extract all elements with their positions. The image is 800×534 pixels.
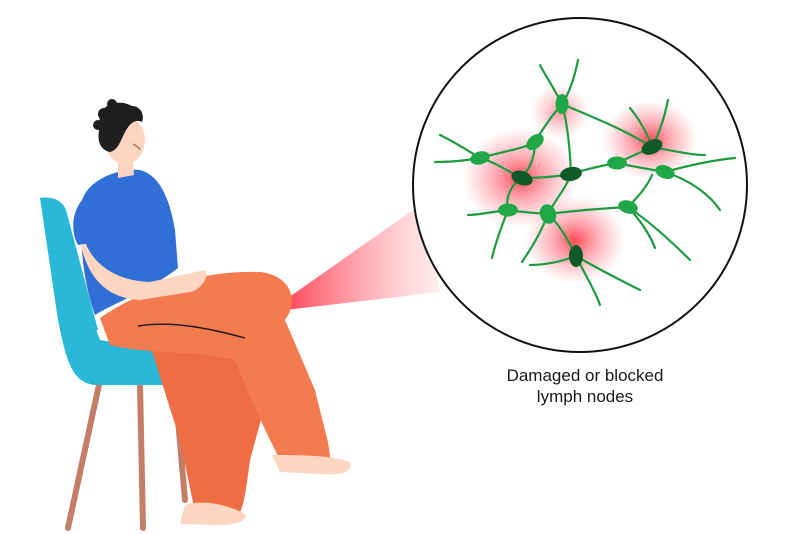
caption-line-1: Damaged or blocked xyxy=(506,366,664,385)
caption-line-2: lymph nodes xyxy=(536,387,634,406)
seated-person xyxy=(73,99,351,525)
magnified-lymph-network xyxy=(412,17,748,353)
caption: Damaged or blocked lymph nodes xyxy=(470,365,700,407)
zoom-beam xyxy=(268,205,440,312)
